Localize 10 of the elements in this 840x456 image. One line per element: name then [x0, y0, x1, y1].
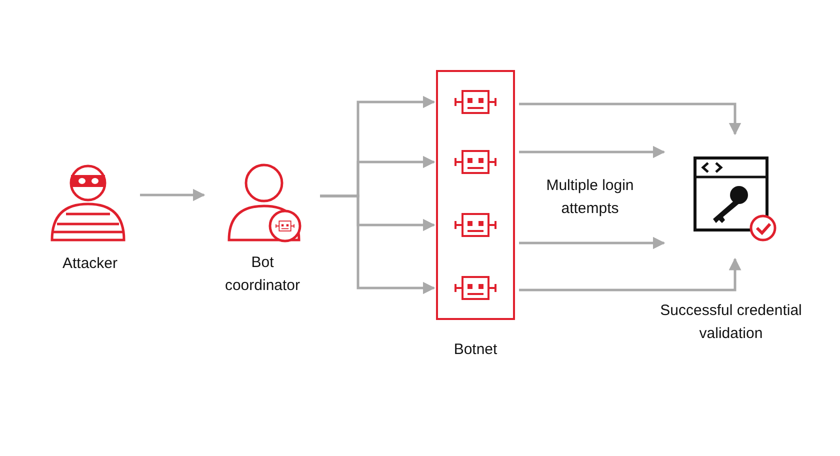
annotation-text: Successful credential validation: [659, 301, 803, 344]
arrow: [519, 236, 666, 250]
node-label: Attacker: [61, 254, 119, 274]
arrow: [519, 146, 666, 158]
annotation-text: Multiple login attempts: [545, 176, 635, 219]
node-label: Botnet: [452, 340, 498, 360]
arrow: [519, 102, 742, 136]
arrow: [140, 188, 206, 202]
node-label: Bot coordinator: [224, 253, 302, 296]
arrow: [519, 258, 742, 292]
